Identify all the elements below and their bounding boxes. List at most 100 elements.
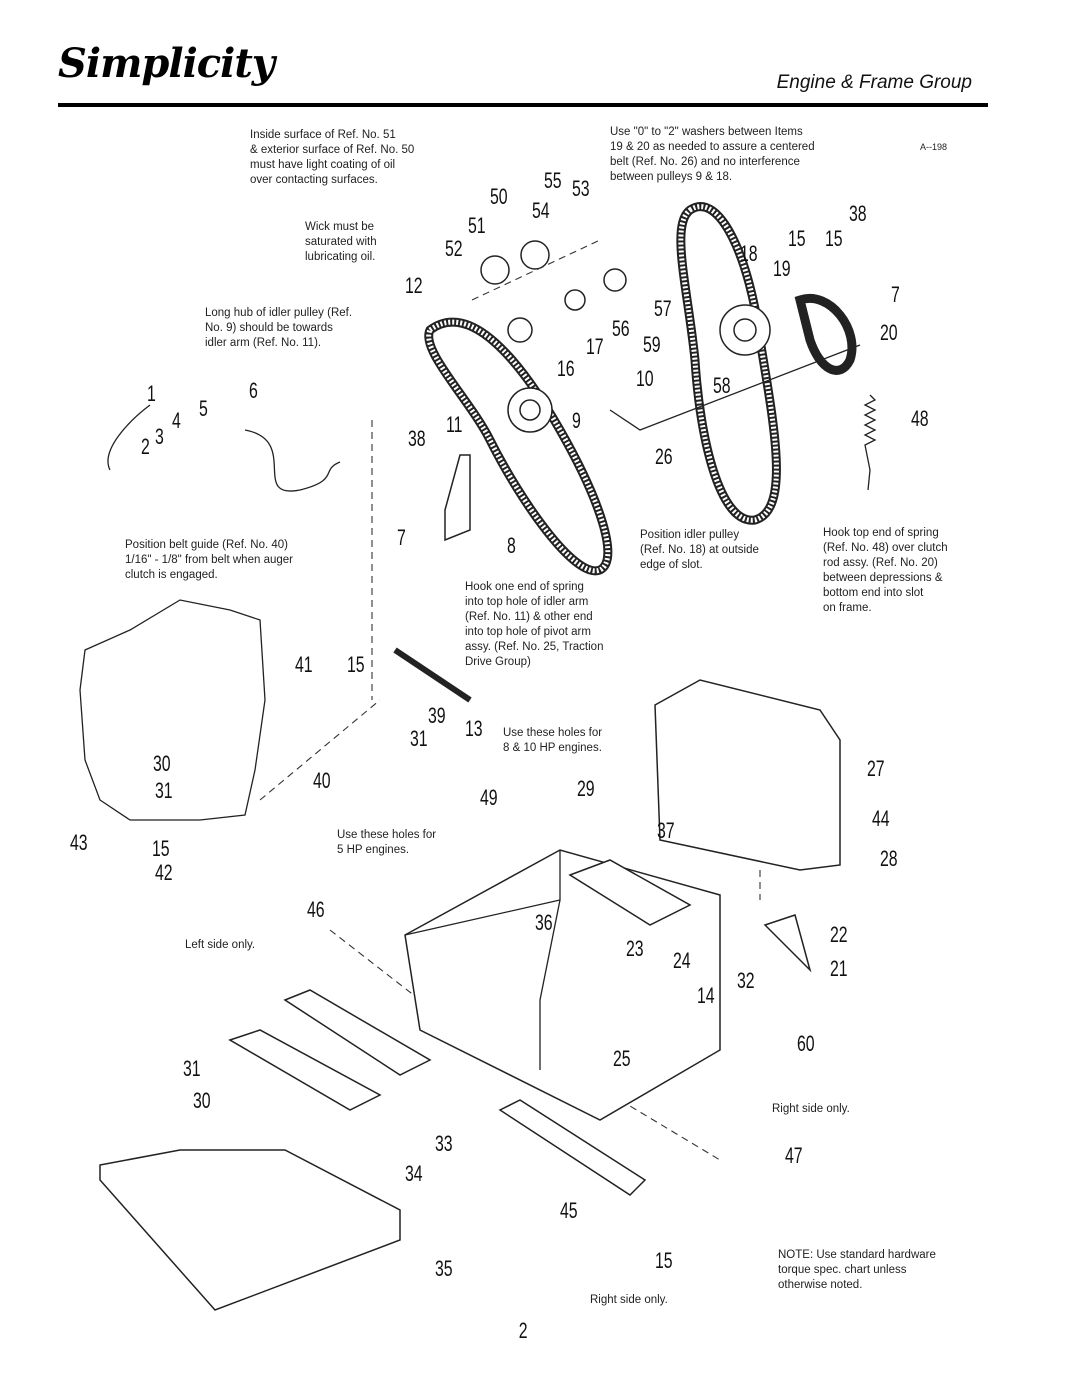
ref-label: 57 [654, 296, 672, 321]
ref-label: 23 [626, 936, 644, 961]
ref-label: 24 [673, 948, 691, 973]
ref-label: 56 [612, 316, 630, 341]
ref-label: 44 [872, 806, 890, 831]
ref-label: 12 [405, 273, 423, 298]
cable [244, 429, 341, 492]
ref-label: 16 [557, 356, 575, 381]
plate-21 [763, 914, 812, 973]
ref-label: 33 [435, 1131, 453, 1156]
bracket-33a [228, 1029, 382, 1111]
ref-label: 8 [507, 533, 516, 558]
note-idler-position: Position idler pulley (Ref. No. 18) at o… [640, 529, 759, 571]
ref-label: 43 [70, 830, 88, 855]
ref-label: 52 [445, 236, 463, 261]
ref-label: 32 [737, 968, 755, 993]
ref-label: 5 [199, 396, 208, 421]
note-right-side-2: Right side only. [590, 1294, 668, 1306]
ref-label: 39 [428, 703, 446, 728]
ref-label: 6 [249, 378, 258, 403]
part-51 [480, 255, 510, 285]
pan-34 [99, 1149, 401, 1311]
part-17 [507, 317, 533, 343]
ref-label: 48 [911, 406, 929, 431]
ref-label: 41 [295, 652, 313, 677]
part-50 [520, 240, 550, 270]
section-title: Engine & Frame Group [776, 72, 972, 93]
note-holes-5: Use these holes for 5 HP engines. [337, 829, 437, 856]
note-belt-guide: Position belt guide (Ref. No. 40) 1/16" … [125, 539, 293, 581]
ref-label: 47 [785, 1143, 803, 1168]
ref-label: 30 [153, 751, 171, 776]
ref-label: 7 [891, 282, 900, 307]
ref-label: 49 [480, 785, 498, 810]
ref-label: 29 [577, 776, 595, 801]
note-left-side: Left side only. [185, 939, 256, 951]
note-hook-spring: Hook one end of spring into top hole of … [465, 581, 604, 668]
ref-label: 22 [830, 922, 848, 947]
header-rule [58, 103, 988, 107]
ref-label: 18 [740, 241, 758, 266]
ref-label: 25 [613, 1046, 631, 1071]
ref-label: 34 [405, 1161, 423, 1186]
ref-label: 17 [586, 334, 604, 359]
ref-label: 46 [307, 897, 325, 922]
brand-logo: Simplicity [58, 40, 275, 87]
clutch-rod [609, 344, 861, 431]
ref-label: 31 [155, 778, 173, 803]
ref-label: 50 [490, 184, 508, 209]
ref-label: 38 [408, 426, 426, 451]
note-torque: NOTE: Use standard hardware torque spec.… [778, 1249, 936, 1291]
ref-label: 37 [657, 818, 675, 843]
ref-label: 10 [636, 366, 654, 391]
spring-48 [863, 394, 877, 491]
ref-label: 13 [465, 716, 483, 741]
drawing-code: A-‑198 [920, 142, 948, 152]
ref-label: 20 [880, 320, 898, 345]
ref-label: 3 [155, 424, 164, 449]
ref-label: 26 [655, 444, 673, 469]
frame [404, 849, 721, 1121]
ref-label: 21 [830, 956, 848, 981]
ref-label: 38 [849, 201, 867, 226]
bracket-33b [283, 989, 432, 1076]
ref-label: 40 [313, 768, 331, 793]
ref-label: 19 [773, 256, 791, 281]
ref-label: 36 [535, 910, 553, 935]
belt-left [424, 317, 613, 576]
note-wick: Wick must be saturated with lubricating … [305, 221, 377, 263]
ref-label: 15 [152, 836, 170, 861]
note-long-hub: Long hub of idler pulley (Ref. No. 9) sh… [205, 307, 353, 349]
ref-label: 11 [446, 412, 463, 437]
ref-label: 7 [397, 525, 406, 550]
shaft-13 [393, 647, 472, 703]
ref-label: 15 [788, 226, 806, 251]
note-spring-top: Hook top end of spring (Ref. No. 48) ove… [823, 527, 948, 614]
ref-label: 4 [172, 408, 181, 433]
ref-label: 30 [193, 1088, 211, 1113]
ref-label: 59 [643, 332, 661, 357]
ref-label: 53 [572, 176, 590, 201]
ref-label: 15 [347, 652, 365, 677]
ref-label: 2 [141, 434, 150, 459]
ref-label: 51 [468, 213, 486, 238]
ref-label: 55 [544, 168, 562, 193]
bracket-45 [498, 1099, 647, 1196]
ref-label: 28 [880, 846, 898, 871]
ref-label: 42 [155, 860, 173, 885]
page-number: 2 [518, 1318, 528, 1343]
note-right-side-1: Right side only. [772, 1103, 850, 1115]
note-holes-8-10: Use these holes for 8 & 10 HP engines. [503, 727, 603, 754]
ref-label: 35 [435, 1256, 453, 1281]
spring-57 [603, 268, 627, 292]
ref-label: 15 [655, 1248, 673, 1273]
idler-arm [444, 454, 471, 542]
ref-label: 1 [147, 381, 156, 406]
engine-outline [79, 599, 266, 821]
frame-opening [568, 859, 692, 926]
ref-label: 27 [867, 756, 885, 781]
ref-label: 31 [183, 1056, 201, 1081]
belt-right-loop [794, 293, 857, 375]
ref-label: 58 [713, 373, 731, 398]
ref-label: 14 [697, 983, 715, 1008]
spring-56 [564, 289, 586, 311]
